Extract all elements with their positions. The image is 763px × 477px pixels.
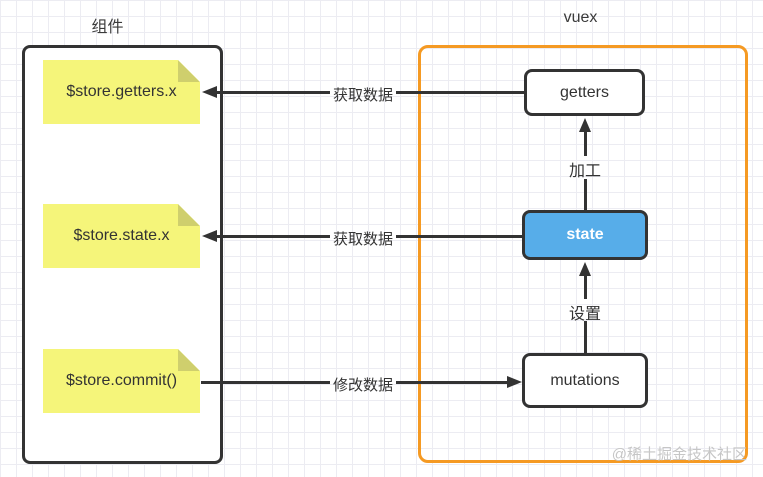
edge-getters-line xyxy=(396,91,525,94)
note-store-commit: $store.commit() xyxy=(43,349,200,413)
note-store-state: $store.state.x xyxy=(43,204,200,268)
vuex-panel-title: vuex xyxy=(563,9,598,26)
edge-commit-line xyxy=(396,381,508,384)
node-mutations: mutations xyxy=(522,353,648,408)
note-store-commit-label: $store.commit() xyxy=(65,372,178,389)
edge-commit-line xyxy=(201,381,330,384)
edge-state-line xyxy=(396,235,522,238)
node-getters-label: getters xyxy=(560,83,609,101)
vuex-panel xyxy=(418,45,748,463)
watermark: @稀土掘金技术社区 xyxy=(611,446,747,463)
edge-set-line xyxy=(584,274,587,299)
note-store-getters: $store.getters.x xyxy=(43,60,200,124)
edge-state-label: 获取数据 xyxy=(332,231,393,248)
component-panel-title: 组件 xyxy=(91,19,124,36)
node-state-label: state xyxy=(566,226,604,243)
arrowhead-up-icon xyxy=(579,118,591,132)
edge-process-label: 加工 xyxy=(568,163,601,180)
node-state: state xyxy=(522,210,648,260)
edge-process-line xyxy=(584,130,587,156)
note-store-state-label: $store.state.x xyxy=(73,227,170,244)
node-getters: getters xyxy=(524,69,645,116)
edge-state-line xyxy=(215,235,330,238)
note-store-getters-label: $store.getters.x xyxy=(66,83,177,100)
arrowhead-left-icon xyxy=(202,230,217,242)
arrowhead-right-icon xyxy=(507,376,522,388)
edge-process-line xyxy=(584,179,587,210)
edge-set-line xyxy=(584,321,587,353)
arrowhead-up-icon xyxy=(579,262,591,276)
edge-getters-label: 获取数据 xyxy=(332,87,393,104)
edge-getters-line xyxy=(215,91,330,94)
edge-commit-label: 修改数据 xyxy=(332,377,393,394)
edge-set-label: 设置 xyxy=(568,306,601,323)
arrowhead-left-icon xyxy=(202,86,217,98)
node-mutations-label: mutations xyxy=(550,371,620,389)
